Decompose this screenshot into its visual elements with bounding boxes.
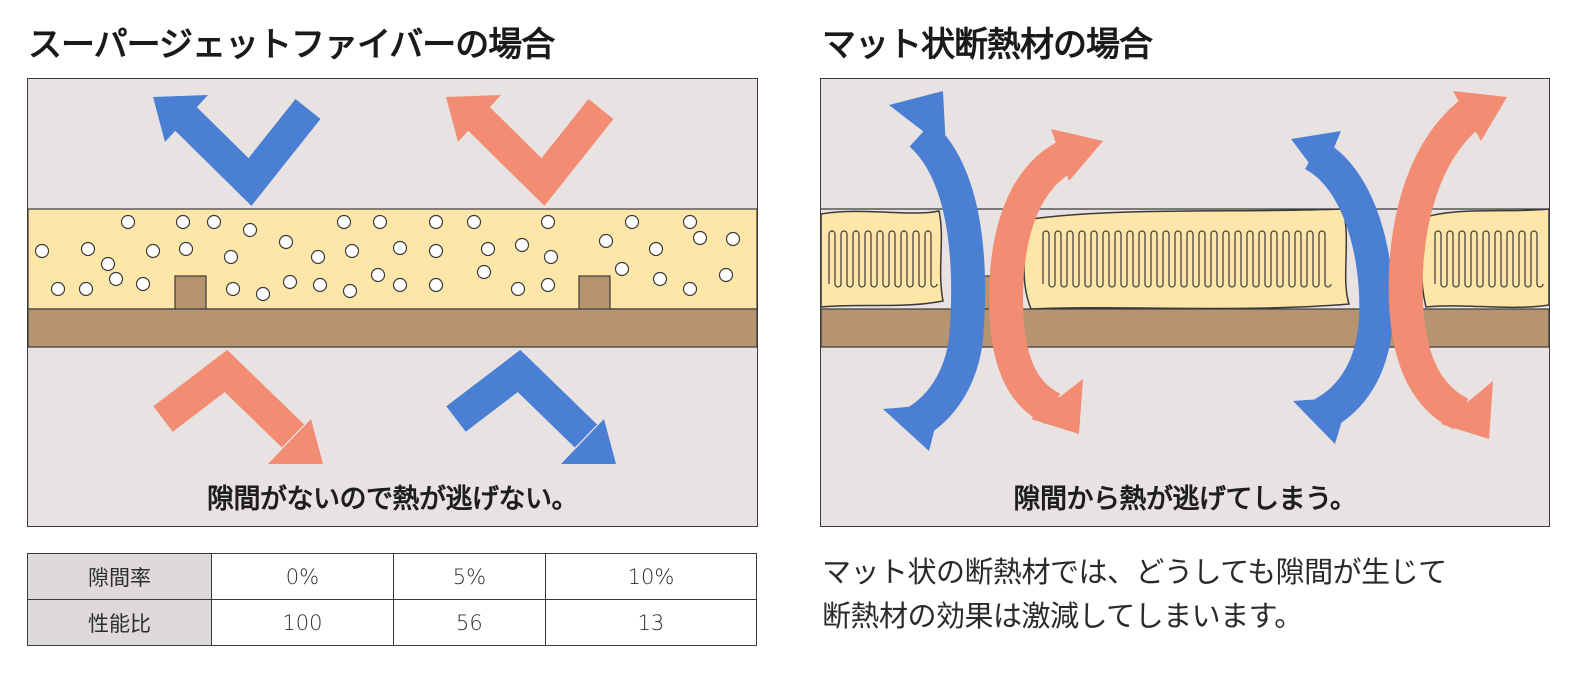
explanation-note: マット状の断熱材では、どうしても隙間が生じて 断熱材の効果は激減してしまいます。 <box>822 550 1562 638</box>
fiber-bubble <box>614 261 630 277</box>
warm-arrow-through-gap-1 <box>988 138 1079 425</box>
fiber-bubble <box>336 214 352 230</box>
left-section-title: スーパージェットファイバーの場合 <box>28 25 555 65</box>
fiber-insulation-layer <box>28 208 757 310</box>
fiber-bubble <box>476 264 492 280</box>
fiber-bubble <box>223 249 239 265</box>
left-caption: 隙間がないので熱が逃げない。 <box>207 484 579 515</box>
right-section-title: マット状断熱材の場合 <box>822 25 1153 65</box>
warm-arrow-bottom-left <box>153 349 305 448</box>
table-cell: 100 <box>211 599 394 646</box>
fiber-bubble <box>100 256 116 272</box>
cool-arrow-bottom-right-head <box>561 419 616 464</box>
right-caption: 隙間から熱が逃げてしまう。 <box>1013 484 1357 515</box>
warm-arrow-top-right-head <box>446 95 501 142</box>
fiber-bubble <box>135 276 151 292</box>
fiber-bubble <box>725 231 741 247</box>
fiber-bubble <box>718 267 734 283</box>
row-header-gap-ratio: 隙間率 <box>27 553 212 600</box>
row-header-performance-ratio: 性能比 <box>27 599 212 646</box>
mat-fiber-pattern-1 <box>828 230 938 288</box>
fiber-bubble <box>428 214 444 230</box>
fiber-bubble <box>466 214 482 230</box>
fiber-bubble <box>543 249 559 265</box>
fiber-bubble <box>392 240 408 256</box>
warm-arrow-top-right <box>464 99 614 206</box>
note-line-1: マット状の断熱材では、どうしても隙間が生じて <box>822 555 1447 589</box>
fiber-bubble <box>206 214 222 230</box>
cool-arrow-through-gap-1 <box>904 121 986 439</box>
fiber-insulation-diagram: 隙間がないので熱が逃げない。 <box>27 78 758 527</box>
fiber-bubble <box>514 237 530 253</box>
table-row: 隙間率 0% 5% 10% <box>27 553 758 600</box>
table-cell: 13 <box>544 599 758 646</box>
cool-arrow-through-gap-1-head-bottom <box>883 404 941 451</box>
fiber-bubble <box>108 271 124 287</box>
cool-arrow-top-left <box>171 99 321 206</box>
fiber-bubble <box>175 214 191 230</box>
cool-arrow-top-left-head <box>153 95 208 142</box>
fiber-bubble <box>255 286 271 302</box>
fiber-bubble <box>178 241 194 257</box>
fiber-bubble <box>692 230 708 246</box>
board-left <box>28 308 757 348</box>
fiber-bubble <box>480 241 496 257</box>
fiber-bubble <box>310 249 326 265</box>
fiber-bubbles <box>34 214 741 302</box>
fiber-bubble <box>50 281 66 297</box>
fiber-diagram-graphic <box>28 95 757 464</box>
table-row: 性能比 100 56 13 <box>27 599 758 646</box>
warm-arrow-through-gap-1-head-bottom <box>1031 379 1083 434</box>
stud-left-1 <box>174 275 207 311</box>
warm-arrow-through-gap-2-head-bottom <box>1441 381 1493 439</box>
fiber-bubble <box>344 243 360 259</box>
table-cell: 0% <box>211 553 394 600</box>
table-cell: 56 <box>392 599 546 646</box>
fiber-bubble <box>278 234 294 250</box>
fiber-bubble <box>540 277 556 293</box>
cool-arrow-through-gap-2 <box>1304 138 1394 429</box>
mat-insulation-diagram: 隙間から熱が逃げてしまう。 <box>820 78 1550 527</box>
fiber-bubble <box>624 214 640 230</box>
fiber-bubble <box>145 243 161 259</box>
fiber-bubble <box>682 281 698 297</box>
table-cell: 5% <box>392 553 546 600</box>
cool-arrow-through-gap-2-head-bottom <box>1293 397 1349 444</box>
fiber-bubble <box>34 243 50 259</box>
mat-fiber-pattern-2 <box>1042 230 1332 288</box>
board-right <box>821 308 1549 348</box>
cool-arrow-bottom-right <box>446 349 598 448</box>
warm-arrow-through-gap-2 <box>1388 95 1487 430</box>
fiber-bubble <box>428 243 444 259</box>
fiber-bubble <box>225 281 241 297</box>
warm-arrow-bottom-left-head <box>268 419 323 464</box>
fiber-bubble <box>598 233 614 249</box>
fiber-bubble <box>372 214 388 230</box>
mat-diagram-graphic <box>821 91 1549 451</box>
fiber-bubble <box>652 271 668 287</box>
warm-arrow-through-gap-1-head-top <box>1051 129 1103 181</box>
fiber-bubble <box>342 283 358 299</box>
fiber-bubble <box>428 277 444 293</box>
cool-arrow-through-gap-1-head-top <box>889 91 946 149</box>
note-line-2: 断熱材の効果は激減してしまいます。 <box>822 599 1303 633</box>
cool-arrow-through-gap-2-head-top <box>1291 131 1341 179</box>
fiber-bubble <box>78 281 94 297</box>
gap-performance-table: 隙間率 0% 5% 10% 性能比 100 56 13 <box>27 553 758 646</box>
fiber-bubble <box>242 222 258 238</box>
table-cell: 10% <box>544 553 758 600</box>
fiber-bubble <box>392 277 408 293</box>
fiber-bubble <box>540 214 556 230</box>
mat-fiber-pattern-3 <box>1434 230 1544 288</box>
fiber-bubble <box>510 281 526 297</box>
fiber-bubble <box>648 241 664 257</box>
fiber-bubble <box>80 241 96 257</box>
fiber-bubble <box>682 214 698 230</box>
fiber-bubble <box>282 274 298 290</box>
stud-left-2 <box>578 275 611 311</box>
fiber-bubble <box>312 277 328 293</box>
fiber-bubble <box>120 214 136 230</box>
warm-arrow-through-gap-2-head-top <box>1453 91 1507 141</box>
fiber-bubble <box>370 267 386 283</box>
